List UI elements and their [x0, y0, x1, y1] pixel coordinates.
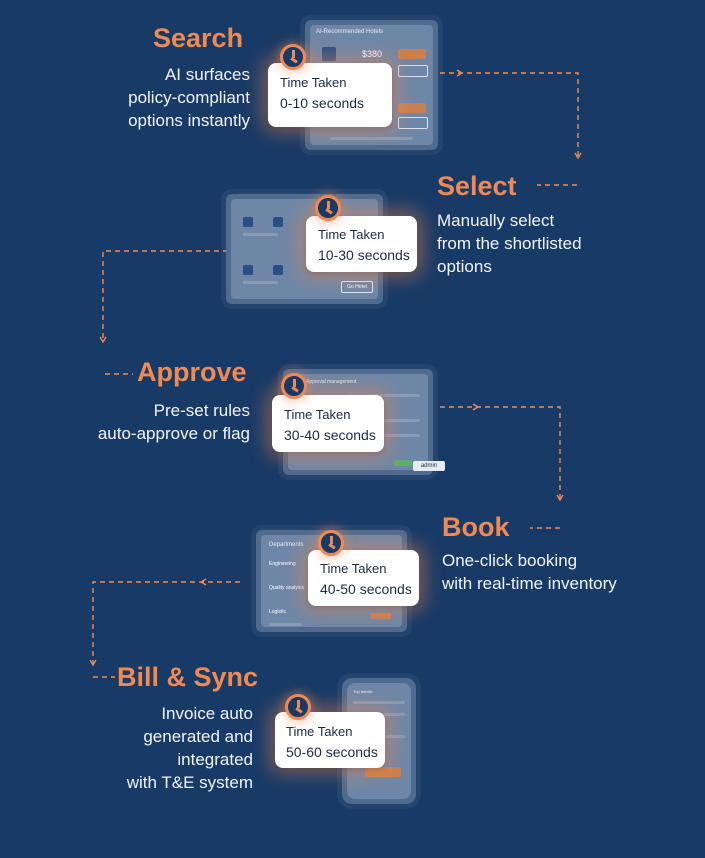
step-desc-bill-sync: Invoice auto generated and integrated wi…: [126, 704, 253, 792]
connector-select-approve: [102, 250, 228, 342]
arrow-down-icon: [556, 494, 564, 502]
hotel-icon: [322, 47, 336, 61]
clock-icon: [281, 373, 307, 399]
time-taken-card-approve: Time Taken 30-40 seconds: [272, 395, 384, 452]
step-desc-search: AI surfaces policy-compliant options ins…: [128, 65, 250, 130]
time-taken-card-book: Time Taken 40-50 seconds: [308, 550, 419, 606]
clock-icon: [285, 694, 311, 720]
step-title-search: Search: [153, 23, 244, 53]
arrow-right-icon: [472, 403, 480, 411]
admin-tag: admin: [413, 461, 445, 471]
arrow-down-icon: [89, 659, 97, 667]
time-taken-card-search: Time Taken 0-10 seconds: [268, 63, 392, 127]
arrow-down-icon: [99, 336, 107, 344]
time-taken-card-bill-sync: Time Taken 50-60 seconds: [275, 712, 385, 768]
clock-icon: [280, 44, 306, 70]
arrow-down-icon: [574, 152, 582, 160]
step-title-select: Select: [437, 171, 517, 201]
connector-approve-book: [440, 406, 561, 500]
connector-search-select: [440, 72, 579, 158]
step-desc-select: Manually select from the shortlisted opt…: [437, 211, 582, 276]
arrow-left-icon: [199, 578, 207, 586]
arrow-right-icon: [456, 69, 464, 77]
connector-book-bill: [92, 581, 240, 665]
clock-icon: [315, 195, 341, 221]
step-title-approve: Approve: [137, 357, 247, 387]
step-title-book: Book: [442, 512, 510, 542]
step-title-bill-sync: Bill & Sync: [117, 662, 259, 692]
step-desc-approve: Pre-set rules auto-approve or flag: [97, 401, 250, 443]
book-button-thumb: [398, 49, 426, 59]
time-taken-card-select: Time Taken 10-30 seconds: [306, 216, 417, 272]
clock-icon: [318, 530, 344, 556]
step-desc-book: One-click booking with real-time invento…: [442, 551, 617, 593]
